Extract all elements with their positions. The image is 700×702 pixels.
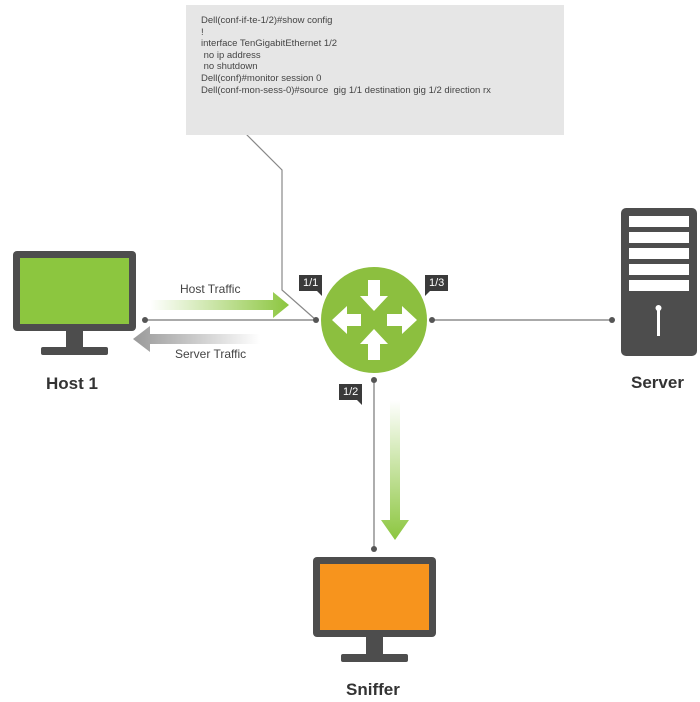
host-traffic-arrow bbox=[150, 292, 289, 318]
server-traffic-arrow bbox=[133, 326, 260, 352]
host-monitor-icon bbox=[13, 251, 136, 355]
router-icon bbox=[321, 267, 427, 373]
host-link-end bbox=[142, 317, 148, 323]
port-1-3-dot bbox=[429, 317, 435, 323]
server-tower-icon bbox=[621, 208, 697, 356]
port-label-1-1: 1/1 bbox=[299, 275, 323, 296]
port-1-2-dot bbox=[371, 377, 377, 383]
server-traffic-label: Server Traffic bbox=[175, 347, 247, 361]
config-line: Dell(conf-if-te-1/2)#show config bbox=[201, 15, 333, 26]
port-label-1-3: 1/3 bbox=[425, 275, 449, 296]
host-traffic-label: Host Traffic bbox=[180, 282, 241, 296]
sniffer-label: Sniffer bbox=[346, 680, 400, 699]
host-label: Host 1 bbox=[46, 374, 98, 393]
mirror-traffic-arrow bbox=[381, 400, 409, 540]
config-line: interface TenGigabitEthernet 1/2 bbox=[201, 38, 338, 50]
server-label: Server bbox=[631, 373, 684, 392]
sniffer-link-end bbox=[371, 546, 377, 552]
sniffer-monitor-icon bbox=[313, 557, 436, 662]
config-line: ! bbox=[201, 26, 204, 38]
config-line: no shutdown bbox=[201, 61, 258, 73]
server-link-end bbox=[609, 317, 615, 323]
config-line: no ip address bbox=[201, 49, 261, 61]
config-line: Dell(conf-mon-sess-0)#source gig 1/1 des… bbox=[201, 84, 491, 96]
port-1-1-dot bbox=[313, 317, 319, 323]
config-line: Dell(conf)#monitor session 0 bbox=[201, 72, 322, 84]
config-callout: Dell(conf-if-te-1/2)#show config ! inter… bbox=[186, 5, 564, 135]
config-callout-line bbox=[245, 133, 317, 321]
port-label-1-2: 1/2 bbox=[339, 384, 363, 405]
